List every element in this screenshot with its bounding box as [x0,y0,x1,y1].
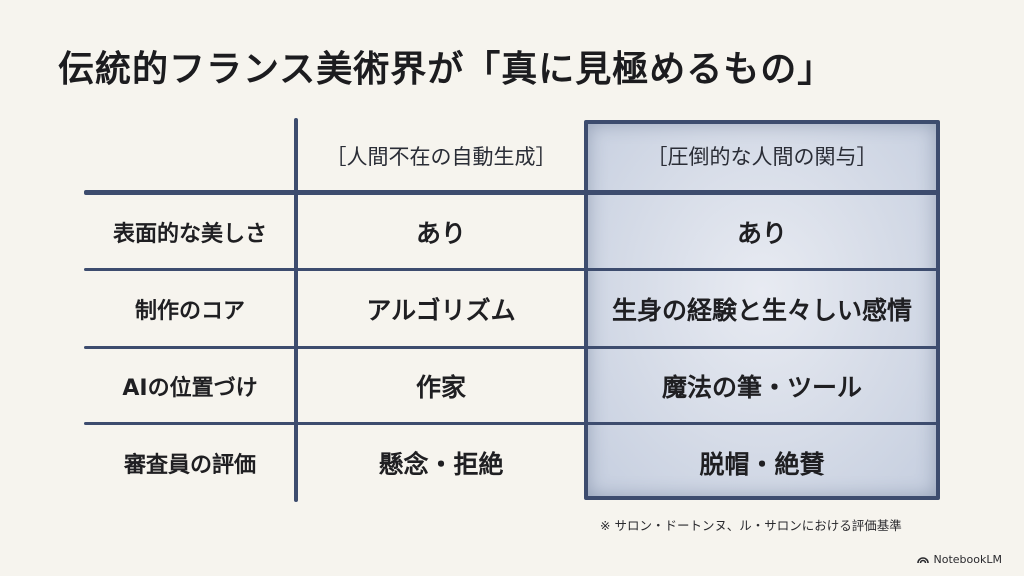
row-label: AIの位置づけ [122,375,258,401]
cell-value: あり [415,219,466,248]
cell-value-highlight: 脱帽・絶賛 [699,449,825,479]
cell-value: 作家 [415,372,466,402]
column-divider [294,118,298,502]
notebooklm-logo-icon [916,556,929,563]
column-header-automatic: ［人間不在の自動生成］ [325,145,557,169]
row-divider [84,422,940,425]
row-divider [84,346,940,349]
slide-title: 伝統的フランス美術界が「真に見極めるもの」 [58,49,835,90]
highlighted-column [584,120,940,500]
cell-value-highlight: あり [736,219,787,248]
footnote: ※ サロン・ドートンヌ、ル・サロンにおける評価基準 [600,518,902,533]
header-divider [84,190,940,195]
cell-value-highlight: 生身の経験と生々しい感情 [611,295,912,325]
cell-value-highlight: 魔法の筆・ツール [661,372,862,402]
row-divider [84,268,940,271]
brand-watermark: NotebookLM [916,553,1002,566]
comparison-table: ［人間不在の自動生成］ ［圧倒的な人間の関与］ 表面的な美しさ あり あり 制作… [84,118,944,502]
row-label: 制作のコア [134,298,245,324]
cell-value: 懸念・拒絶 [378,449,504,479]
row-label: 表面的な美しさ [112,222,267,247]
row-label: 審査員の評価 [123,452,256,478]
brand-label: NotebookLM [933,553,1002,566]
column-header-human: ［圧倒的な人間の関与］ [646,145,878,169]
cell-value: アルゴリズム [366,295,516,325]
